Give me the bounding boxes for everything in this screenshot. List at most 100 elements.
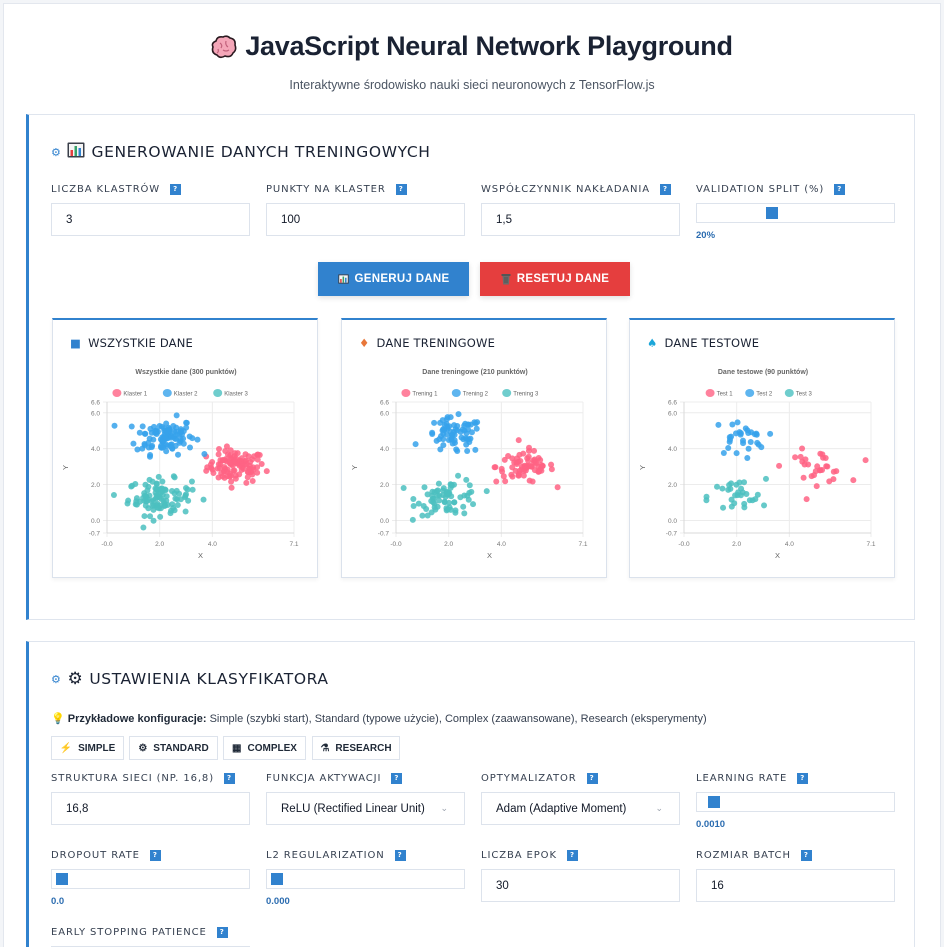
optimizer-select[interactable]: Adam (Adaptive Moment)⌄: [481, 792, 680, 825]
help-icon[interactable]: ?: [395, 183, 407, 195]
help-icon[interactable]: ?: [660, 183, 672, 195]
spade-icon: ♠: [647, 336, 658, 350]
help-icon[interactable]: ?: [149, 849, 161, 861]
svg-text:Trening 1: Trening 1: [412, 392, 438, 398]
svg-text:X: X: [775, 551, 780, 560]
clusters-input[interactable]: 3: [51, 203, 250, 236]
learning-rate-slider[interactable]: [696, 792, 895, 812]
help-icon[interactable]: ?: [394, 849, 406, 861]
generate-label: GENERUJ DANE: [354, 273, 450, 285]
l2-value: 0.000: [266, 896, 290, 907]
svg-text:7.1: 7.1: [866, 541, 875, 548]
svg-text:6.6: 6.6: [668, 400, 677, 407]
preset-standard-button[interactable]: ⚙STANDARD: [129, 736, 218, 760]
test-data-card: ♠DANE TESTOWE Dane testowe (90 punktów)T…: [629, 318, 895, 578]
svg-text:0.0: 0.0: [668, 518, 677, 525]
preset-simple-button[interactable]: ⚡SIMPLE: [51, 736, 124, 760]
grid-icon: ▦: [232, 742, 242, 754]
svg-text:Klaster 3: Klaster 3: [224, 392, 248, 398]
svg-text:4.0: 4.0: [668, 446, 677, 453]
batch-field: ROZMIAR BATCH? 16: [696, 848, 895, 902]
help-icon[interactable]: ?: [834, 183, 846, 195]
svg-text:4.0: 4.0: [785, 541, 794, 548]
patience-field: EARLY STOPPING PATIENCE?: [51, 925, 250, 947]
generate-data-button[interactable]: GENERUJ DANE: [318, 262, 469, 296]
learning-rate-field: LEARNING RATE? 0.0010: [696, 771, 895, 830]
all-data-card: ■WSZYSTKIE DANE Wszystkie dane (300 punk…: [52, 318, 318, 578]
help-icon[interactable]: ?: [216, 926, 228, 938]
batch-input[interactable]: 16: [696, 869, 895, 902]
svg-text:2.0: 2.0: [155, 541, 164, 548]
structure-label: STRUKTURA SIECI (NP. 16,8): [51, 772, 214, 784]
svg-text:7.1: 7.1: [578, 541, 587, 548]
preset-complex-button[interactable]: ▦COMPLEX: [223, 736, 306, 760]
chevron-down-icon: ⌄: [440, 803, 448, 813]
preset-research-button[interactable]: ⚗RESEARCH: [312, 736, 400, 760]
svg-text:Klaster 2: Klaster 2: [174, 392, 198, 398]
dropout-label: DROPOUT RATE: [51, 849, 140, 861]
brain-icon: [211, 34, 237, 59]
overlap-input[interactable]: 1,5: [481, 203, 680, 236]
bar-chart-icon: [337, 274, 349, 284]
svg-text:-0.0: -0.0: [390, 541, 402, 548]
data-generation-section: ⚙ GENEROWANIE DANYCH TRENINGOWYCH LICZBA…: [26, 114, 915, 620]
help-icon[interactable]: ?: [800, 849, 812, 861]
epochs-input[interactable]: 30: [481, 869, 680, 902]
slider-thumb[interactable]: [708, 796, 721, 808]
svg-text:2.0: 2.0: [732, 541, 741, 548]
flask-icon: ⚗: [320, 742, 330, 754]
help-icon[interactable]: ?: [170, 183, 182, 195]
svg-text:Test 2: Test 2: [756, 392, 773, 398]
training-data-card: ♦DANE TRENINGOWE Dane treningowe (210 pu…: [341, 318, 607, 578]
l2-field: L2 REGULARIZATION? 0.000: [266, 848, 465, 907]
svg-text:7.1: 7.1: [289, 541, 298, 548]
points-label: PUNKTY NA KLASTER: [266, 183, 386, 195]
help-icon[interactable]: ?: [586, 772, 598, 784]
svg-text:Dane treningowe (210 punktów): Dane treningowe (210 punktów): [422, 369, 527, 376]
optimizer-label: OPTYMALIZATOR: [481, 772, 577, 784]
svg-text:Y: Y: [61, 465, 70, 470]
svg-text:2.0: 2.0: [91, 482, 100, 489]
validation-field: VALIDATION SPLIT (%)? 20%: [696, 182, 895, 241]
structure-field: STRUKTURA SIECI (NP. 16,8)? 16,8: [51, 771, 250, 825]
svg-text:6.6: 6.6: [380, 400, 389, 407]
section-title-text: GENEROWANIE DANYCH TRENINGOWYCH: [91, 143, 431, 161]
svg-text:2.0: 2.0: [668, 482, 677, 489]
reset-data-button[interactable]: RESETUJ DANE: [480, 262, 630, 296]
gear-icon: ⚙: [138, 742, 148, 754]
validation-slider[interactable]: [696, 203, 895, 223]
structure-input[interactable]: 16,8: [51, 792, 250, 825]
activation-label: FUNKCJA AKTYWACJI: [266, 772, 382, 784]
slider-thumb[interactable]: [56, 873, 68, 885]
patience-label: EARLY STOPPING PATIENCE: [51, 926, 207, 938]
help-icon[interactable]: ?: [566, 849, 578, 861]
svg-text:0.0: 0.0: [91, 518, 100, 525]
l2-slider[interactable]: [266, 869, 465, 889]
learning-rate-label: LEARNING RATE: [696, 772, 788, 784]
slider-thumb[interactable]: [271, 873, 283, 885]
help-icon[interactable]: ?: [224, 772, 235, 784]
section-title: ⚙ GENEROWANIE DANYCH TRENINGOWYCH: [51, 142, 431, 162]
lightning-icon: ⚡: [59, 742, 73, 754]
svg-text:Y: Y: [638, 465, 647, 470]
help-icon[interactable]: ?: [391, 772, 403, 784]
help-icon[interactable]: ?: [797, 772, 809, 784]
points-field: PUNKTY NA KLASTER? 100: [266, 182, 465, 236]
gear-icon: ⚙: [51, 672, 62, 686]
activation-select[interactable]: ReLU (Rectified Linear Unit)⌄: [266, 792, 465, 825]
points-input[interactable]: 100: [266, 203, 465, 236]
dropout-slider[interactable]: [51, 869, 250, 889]
clusters-field: LICZBA KLASTRÓW? 3: [51, 182, 250, 236]
svg-text:4.0: 4.0: [208, 541, 217, 548]
svg-text:2.0: 2.0: [380, 482, 389, 489]
svg-text:2.0: 2.0: [444, 541, 453, 548]
diamond-icon: ♦: [359, 336, 370, 350]
page-subtitle: Interaktywne środowisko nauki sieci neur…: [289, 77, 655, 92]
slider-thumb[interactable]: [766, 207, 779, 219]
svg-text:-0.0: -0.0: [678, 541, 690, 548]
trash-icon: [501, 274, 511, 285]
svg-text:X: X: [198, 551, 203, 560]
